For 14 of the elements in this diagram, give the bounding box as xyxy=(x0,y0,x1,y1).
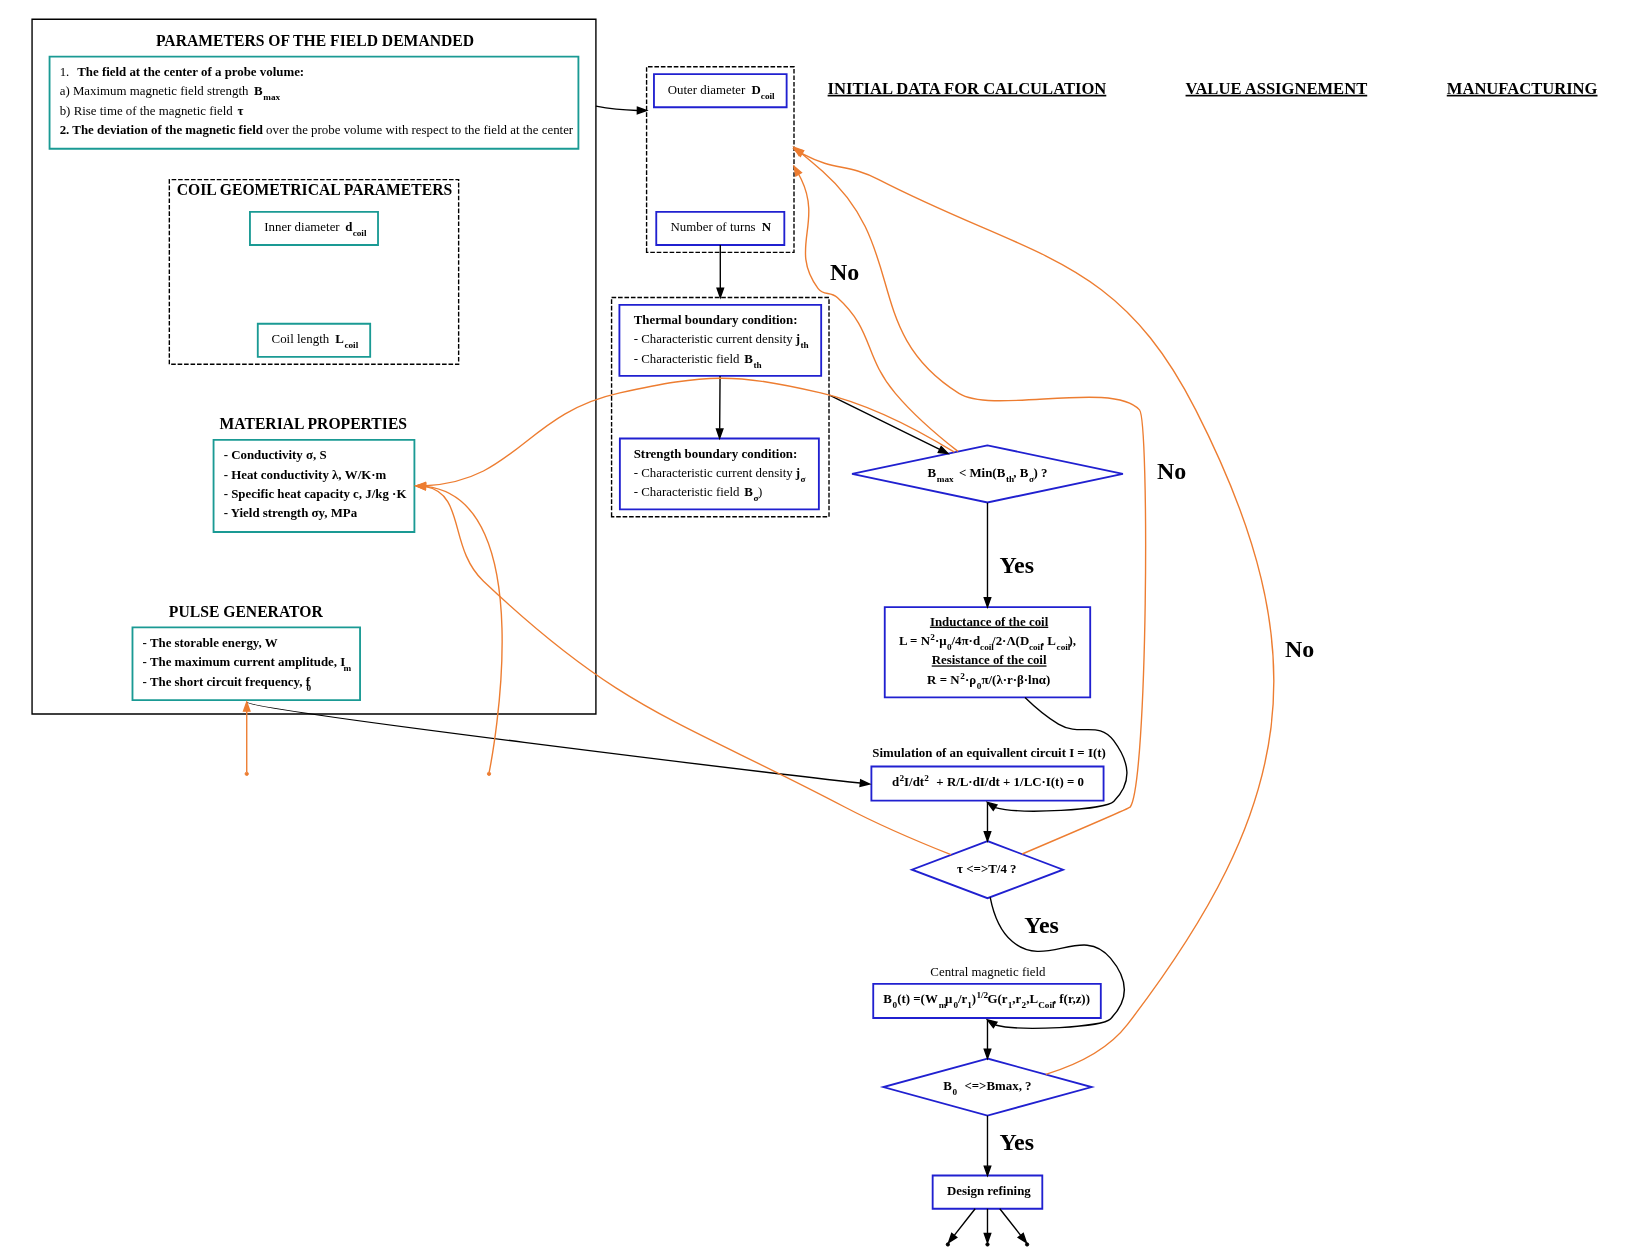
label: INITIAL DATA FOR CALCULATION xyxy=(827,78,1107,98)
edge-label: No xyxy=(1157,457,1187,484)
node-label: MATERIAL PROPERTIES xyxy=(219,415,408,433)
node-label: PARAMETERS OF THE FIELD DEMANDED xyxy=(155,32,475,50)
node-label: PULSE GENERATOR xyxy=(168,602,323,620)
edge-label: Yes xyxy=(999,1129,1035,1156)
edge-label: No xyxy=(1285,636,1315,663)
label: MANUFACTURING xyxy=(1446,78,1598,98)
node-label: Simulation of an equivallent circuit I = I(t) xyxy=(872,746,1106,761)
label: VALUE ASSIGNEMENT xyxy=(1185,78,1368,98)
edge-label: Yes xyxy=(1024,912,1059,939)
edge-label: Yes xyxy=(999,551,1035,578)
edge-label: No xyxy=(829,258,860,285)
node-label: Central magnetic field xyxy=(930,964,1046,979)
